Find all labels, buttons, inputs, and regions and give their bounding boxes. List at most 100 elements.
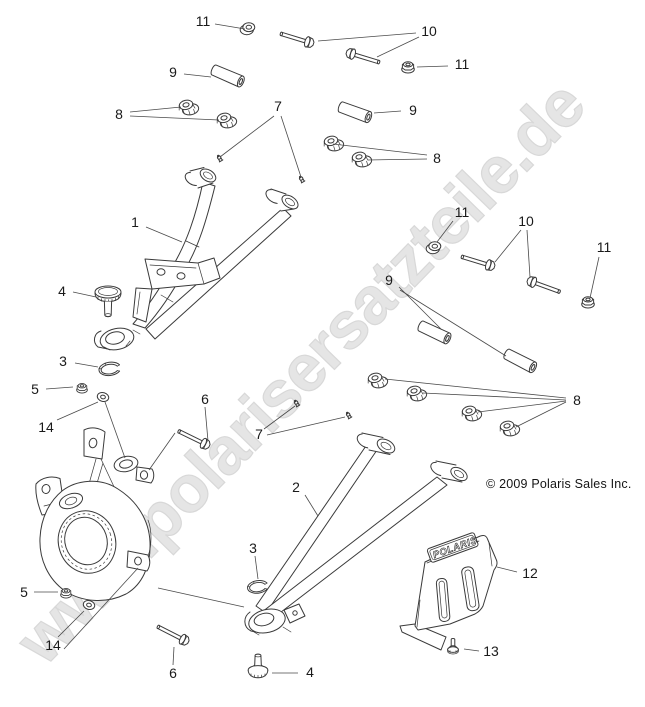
- leader-line-12: [496, 566, 518, 573]
- bushing-8g: [459, 403, 484, 424]
- leader-line-2: [304, 494, 319, 517]
- washer-14a: [95, 390, 111, 404]
- leader-line-3: [254, 555, 259, 580]
- leader-line-10: [526, 229, 531, 278]
- callout-12: 12: [522, 565, 538, 581]
- callout-4: 4: [58, 283, 66, 299]
- leader-line-11: [416, 65, 449, 68]
- nut-11d: [581, 296, 595, 309]
- nut-5a: [76, 383, 88, 394]
- steering-knuckle: [35, 427, 155, 601]
- grease-fitting-7c: [292, 398, 301, 408]
- grease-fitting-7d: [344, 410, 353, 420]
- assembly-axis-line: [148, 432, 176, 471]
- leader-line-9: [373, 110, 402, 114]
- callout-11: 11: [455, 204, 470, 220]
- polaris-guard: POLARIS: [399, 532, 498, 651]
- callout-5: 5: [31, 381, 39, 397]
- lower-a-arm: [244, 432, 468, 636]
- leader-line-13: [463, 648, 480, 652]
- sleeve-9c: [416, 319, 453, 346]
- leader-line-5: [45, 386, 74, 390]
- bushing-8c: [321, 133, 346, 154]
- leader-line-8: [129, 106, 182, 113]
- leader-line-8: [422, 392, 567, 401]
- bolt-6b: [154, 621, 192, 648]
- callout-3: 3: [249, 540, 257, 556]
- leader-line-6: [204, 406, 209, 442]
- ball-joint-4b: [247, 653, 269, 679]
- callout-6: 6: [169, 665, 177, 681]
- sleeve-9b: [336, 100, 374, 124]
- callout-3: 3: [59, 353, 67, 369]
- callout-14: 14: [38, 419, 54, 435]
- callout-2: 2: [292, 479, 300, 495]
- callout-6: 6: [201, 391, 209, 407]
- callout-4: 4: [306, 664, 314, 680]
- leader-line-8: [332, 143, 428, 156]
- leader-line-8: [129, 115, 220, 121]
- callout-7: 7: [255, 426, 263, 442]
- bolt-10b: [344, 46, 382, 68]
- spacer-11c: [425, 241, 442, 255]
- leader-line-8: [477, 400, 567, 413]
- callout-8: 8: [573, 392, 581, 408]
- callout-9: 9: [385, 272, 393, 288]
- leader-line-11: [214, 23, 246, 30]
- leader-line-7: [263, 405, 296, 430]
- callout-11: 11: [597, 239, 612, 255]
- sleeve-9a: [209, 63, 247, 89]
- callout-11: 11: [196, 13, 211, 29]
- bolt-6a: [175, 425, 213, 452]
- nut-5b: [60, 588, 72, 599]
- assembly-lines: [63, 401, 245, 650]
- upper-a-arm: [93, 167, 299, 351]
- leader-line-6: [172, 646, 175, 666]
- bushing-8e: [365, 370, 390, 391]
- assembly-axis-line: [157, 587, 245, 608]
- bushing-8h: [497, 418, 522, 439]
- leader-line-3: [74, 362, 99, 368]
- callout-10: 10: [518, 213, 534, 229]
- washer-14b: [81, 598, 97, 612]
- assembly-axis-line: [63, 567, 139, 650]
- leader-line-10: [376, 36, 420, 58]
- callout-9: 9: [409, 102, 417, 118]
- leader-line-11: [436, 220, 454, 243]
- ball-joint-4a: [94, 285, 122, 318]
- leader-line-14: [57, 610, 85, 638]
- callout-5: 5: [20, 584, 28, 600]
- leader-line-10: [317, 32, 417, 42]
- sleeve-9d: [501, 347, 539, 375]
- snap-ring-3a: [97, 360, 122, 378]
- callout-7: 7: [274, 98, 282, 114]
- leader-line-11: [589, 256, 600, 299]
- bolt-10c: [459, 251, 497, 273]
- assembly-axis-line: [104, 401, 126, 459]
- callout-11: 11: [455, 56, 470, 72]
- bolt-10a: [278, 28, 316, 50]
- leader-line-8: [515, 401, 567, 428]
- copyright-notice: © 2009 Polaris Sales Inc.: [486, 477, 632, 491]
- callout-13: 13: [483, 643, 499, 659]
- leader-line-7: [280, 115, 302, 178]
- bolt-10d: [525, 274, 563, 298]
- callout-8: 8: [433, 150, 441, 166]
- grease-fitting-7b: [297, 174, 306, 184]
- leader-line-9: [183, 73, 212, 78]
- leader-line-8: [384, 378, 567, 399]
- leader-line-1: [145, 226, 183, 243]
- callout-9: 9: [169, 64, 177, 80]
- callout-10: 10: [421, 23, 437, 39]
- bushing-8a: [176, 97, 201, 118]
- leader-line-14: [56, 401, 99, 421]
- leader-line-10: [494, 229, 522, 263]
- leader-line-7: [266, 416, 346, 436]
- leader-line-7: [219, 115, 275, 158]
- leader-line-8: [367, 158, 428, 161]
- nut-11b: [401, 61, 415, 74]
- bushing-8b: [214, 110, 239, 131]
